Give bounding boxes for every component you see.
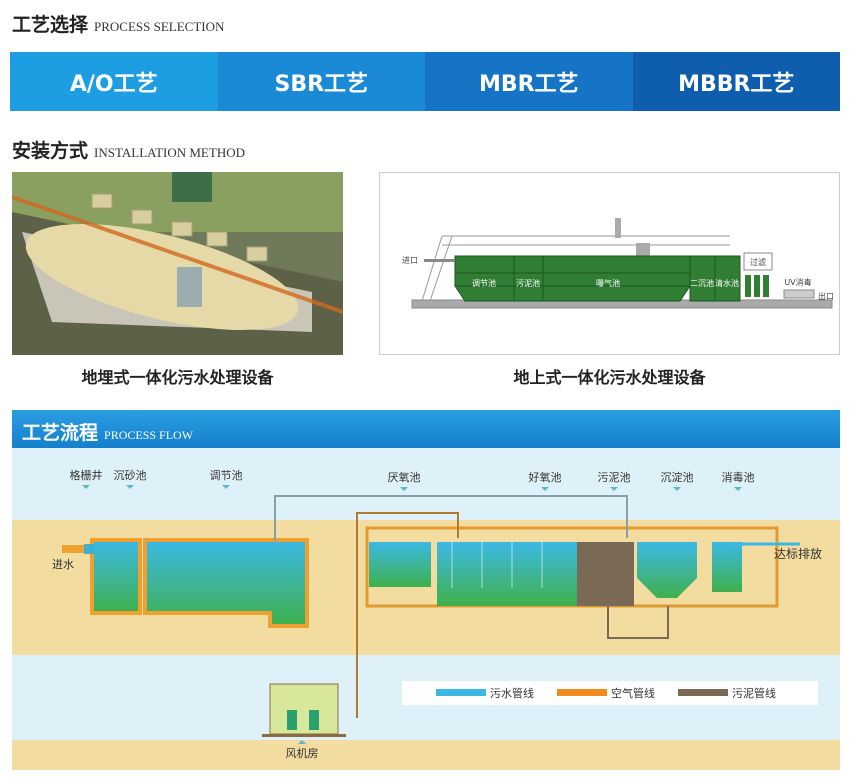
- process-flow-header: 工艺流程 PROCESS FLOW: [12, 410, 840, 448]
- tank-label: 清水池: [715, 278, 739, 288]
- installation-title: 安装方式 INSTALLATION METHOD: [12, 136, 245, 163]
- outlet-label: 达标排放: [774, 546, 822, 561]
- tank-label: 二沉池: [690, 278, 714, 288]
- stage-label: 污泥池: [598, 471, 631, 484]
- tank-label: 污泥池: [516, 278, 540, 288]
- inlet-label: 进口: [402, 256, 418, 265]
- inlet-label: 进水: [52, 558, 74, 571]
- outlet-label: 出口: [818, 291, 834, 301]
- title-en: INSTALLATION METHOD: [94, 145, 245, 160]
- above-ground-caption: 地上式一体化污水处理设备: [513, 368, 706, 387]
- legend-swatch: [678, 689, 728, 696]
- stage-label: 沉淀池: [661, 470, 694, 484]
- legend-label: 污泥管线: [732, 686, 776, 700]
- process-flow-diagram: 污水管线 空气管线 污泥管线 格栅井 沉砂池 调节池 厌氧池 好氧池 污泥池 沉…: [12, 448, 840, 770]
- tab-ao[interactable]: A/O工艺: [10, 52, 218, 111]
- above-ground-diagram: 调节池 污泥池 曝气池 二沉池 清水池 过滤 UV消毒 进口 出口: [379, 172, 840, 355]
- tab-mbbr[interactable]: MBBR工艺: [632, 52, 840, 111]
- stage-label: 厌氧池: [388, 470, 421, 484]
- title-cn: 安装方式: [12, 140, 89, 162]
- process-tabs: A/O工艺 SBR工艺 MBR工艺 MBBR工艺: [10, 52, 840, 111]
- legend-swatch: [436, 689, 486, 696]
- title-cn: 工艺选择: [12, 14, 89, 36]
- title-en: PROCESS FLOW: [104, 428, 194, 442]
- stage-label: 调节池: [210, 469, 243, 482]
- tank-label: 调节池: [472, 278, 496, 288]
- tab-mbr[interactable]: MBR工艺: [425, 52, 633, 111]
- legend-label: 空气管线: [611, 686, 655, 700]
- legend-label: 污水管线: [490, 686, 534, 700]
- stage-label: 消毒池: [722, 470, 755, 484]
- legend-swatch: [557, 689, 607, 696]
- stage-label: 格栅井: [70, 468, 103, 482]
- tab-sbr[interactable]: SBR工艺: [217, 52, 425, 111]
- buried-equipment-image: [11, 172, 344, 355]
- stage-label: 沉砂池: [114, 469, 147, 482]
- process-selection-title: 工艺选择 PROCESS SELECTION: [12, 10, 224, 37]
- title-cn: 工艺流程: [22, 422, 99, 444]
- uv-label: UV消毒: [784, 277, 811, 287]
- stage-label: 好氧池: [529, 470, 562, 484]
- blower-room-label: 风机房: [286, 746, 319, 760]
- buried-caption: 地埋式一体化污水处理设备: [81, 368, 274, 387]
- filter-label: 过滤: [750, 257, 766, 267]
- tank-label: 曝气池: [596, 278, 620, 288]
- title-en: PROCESS SELECTION: [94, 19, 225, 34]
